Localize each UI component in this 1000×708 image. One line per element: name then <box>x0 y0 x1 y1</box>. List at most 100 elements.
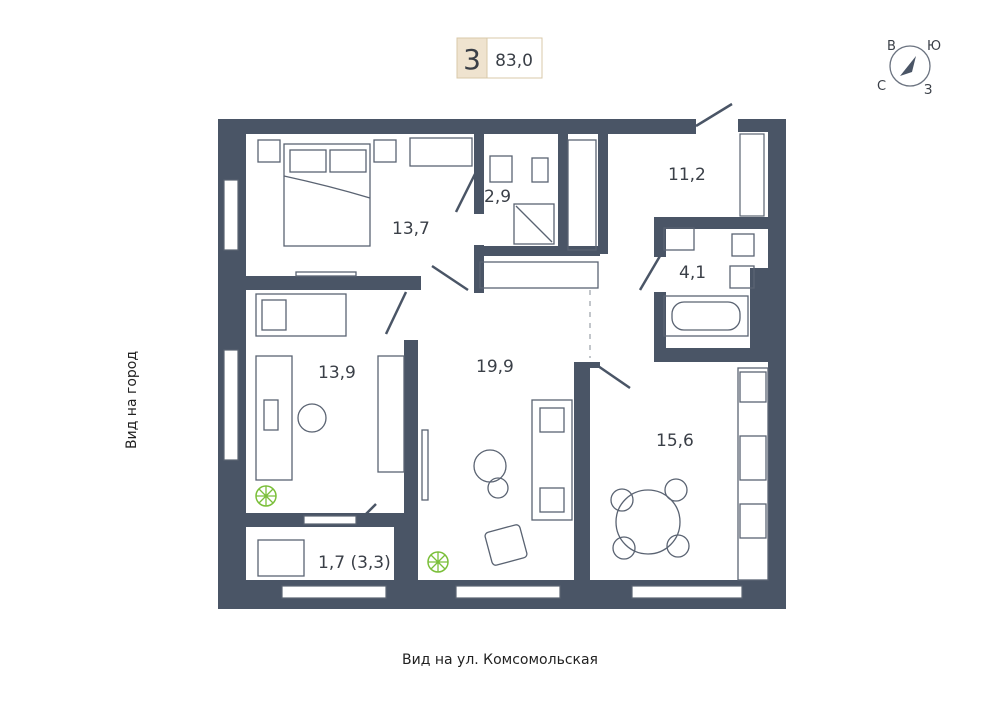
wall-wc-left-lower <box>474 245 484 293</box>
dining-chair-4 <box>666 534 690 558</box>
closet-hall <box>479 261 599 289</box>
area-balcony: 1,7 (3,3) <box>318 553 391 573</box>
apartment-badge: 3 83,0 <box>456 37 543 79</box>
area-bedroom-master: 13,7 <box>392 219 430 239</box>
balcony-bench <box>257 539 305 577</box>
wall-bedroom-kids <box>246 276 421 290</box>
kitchen-sink <box>739 435 767 481</box>
wall-closet-right <box>598 134 608 254</box>
sink-wc <box>489 155 513 183</box>
wall-top-left <box>218 119 696 134</box>
nightstand-right <box>373 139 397 163</box>
room-labels: 13,7 2,9 11,2 4,1 13,9 19,9 15,6 1,7 (3,… <box>318 165 706 573</box>
wall-wc-bottom <box>474 246 600 256</box>
dining-chair-1 <box>610 488 634 512</box>
toilet-bath <box>731 233 755 257</box>
wall-bath-left-bottom <box>654 292 666 362</box>
wall-wc-left <box>474 134 484 214</box>
area-bedroom-kids: 13,9 <box>318 363 356 383</box>
bath-cabinet <box>663 227 695 251</box>
door-bath <box>638 255 662 291</box>
wall-kitchen-corner <box>590 362 600 368</box>
fridge <box>739 371 767 403</box>
tv-panel <box>421 429 429 501</box>
rooms-count: 3 <box>463 43 481 76</box>
compass-south: Ю <box>927 39 941 54</box>
wall-right <box>768 119 786 609</box>
furniture <box>255 137 769 581</box>
pillow-right <box>329 149 367 173</box>
total-area: 83,0 <box>495 51 533 71</box>
plant-living-icon <box>427 551 449 573</box>
double-bed <box>283 143 371 247</box>
window-kids-balcony <box>303 515 357 525</box>
area-bg <box>486 37 543 79</box>
wall-bath-left-top <box>654 217 666 257</box>
plant-kids-icon <box>255 485 277 507</box>
area-bathroom: 4,1 <box>679 263 706 283</box>
single-bed <box>255 293 347 337</box>
dining-chair-3 <box>612 536 636 560</box>
window-kids <box>223 349 239 461</box>
wall-living-kitchen <box>574 362 590 580</box>
compass-arrow-icon <box>900 56 916 76</box>
pillow-left <box>289 149 327 173</box>
toilet-wc <box>531 157 549 183</box>
windows <box>223 133 765 599</box>
dining-chair-2 <box>664 478 688 502</box>
desk-monitor <box>263 399 279 431</box>
window-living <box>455 585 561 599</box>
tv-stand <box>295 271 357 277</box>
area-kitchen: 15,6 <box>656 431 694 451</box>
door-bedroom <box>431 264 469 292</box>
bathtub-inner <box>671 301 741 331</box>
wall-kids-living <box>404 340 418 580</box>
closet-corridor <box>567 139 597 251</box>
shower <box>513 203 555 245</box>
sofa <box>531 399 573 521</box>
desk-chair <box>297 403 327 433</box>
sofa-cushion-1 <box>539 407 565 433</box>
bathtub <box>663 295 749 337</box>
rooms-count-bg <box>456 37 488 79</box>
wardrobe-bedroom <box>409 137 473 167</box>
wall-bath-right <box>750 268 768 362</box>
window-kitchen <box>631 585 743 599</box>
door-kids <box>384 291 408 335</box>
kitchen-counter <box>737 367 769 581</box>
coffee-table <box>473 449 507 483</box>
wardrobe-kids <box>377 355 405 473</box>
sofa-cushion-2 <box>539 487 565 513</box>
wall-wc-right <box>558 134 568 246</box>
compass: В Ю С З <box>877 39 941 98</box>
armchair <box>484 524 528 566</box>
window-hall-closet <box>739 133 765 217</box>
sink-bath <box>729 265 755 289</box>
doors <box>359 102 733 521</box>
compass-ring <box>889 45 931 87</box>
caption-side-view: Вид на город <box>124 351 140 449</box>
window-balcony <box>281 585 387 599</box>
wall-bath-bottom <box>654 348 768 362</box>
door-wc <box>454 171 478 213</box>
nightstand-left <box>257 139 281 163</box>
compass-east: В <box>887 39 896 54</box>
wall-balcony-right <box>394 527 418 580</box>
wall-bath-top <box>654 217 768 229</box>
dining-table <box>615 489 681 555</box>
door-entrance <box>695 102 733 128</box>
window-bedroom <box>223 179 239 251</box>
single-pillow <box>261 299 287 331</box>
compass-west: З <box>924 83 932 98</box>
compass-north: С <box>877 79 886 94</box>
shower-diag <box>515 205 553 243</box>
cooktop <box>739 503 767 539</box>
area-living: 19,9 <box>476 357 514 377</box>
caption-bottom-view: Вид на ул. Комсомольская <box>402 652 598 668</box>
door-balcony <box>359 503 377 521</box>
area-bathroom-small: 2,9 <box>484 187 511 207</box>
desk <box>255 355 293 481</box>
pouf <box>487 477 509 499</box>
area-hall: 11,2 <box>668 165 706 185</box>
